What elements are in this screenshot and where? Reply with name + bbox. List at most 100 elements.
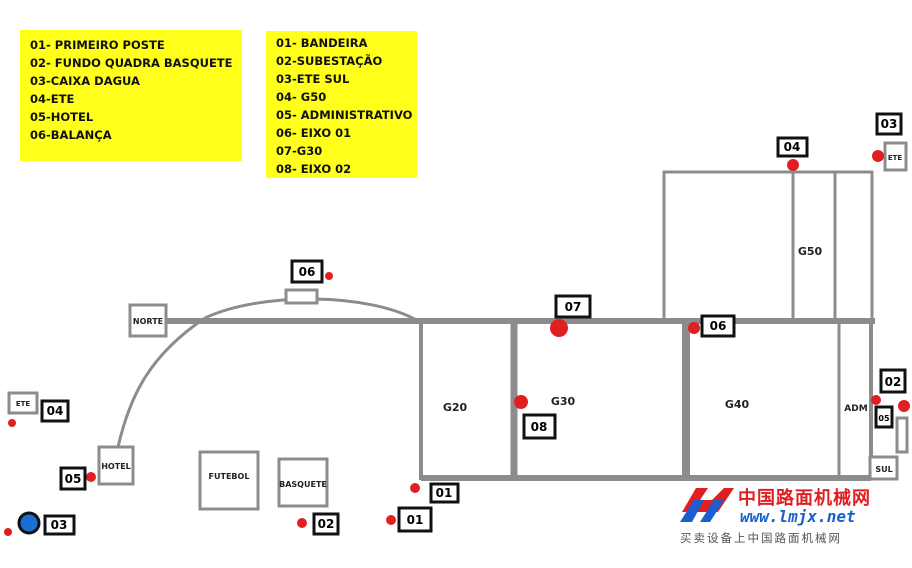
legend-right-item: 03-ETE SUL bbox=[276, 72, 350, 86]
g50-outline bbox=[662, 170, 874, 323]
ete-left-building bbox=[7, 391, 39, 415]
marker-label: 02 bbox=[318, 517, 335, 531]
marker-box bbox=[312, 512, 340, 536]
marker-05-small: 05 bbox=[874, 405, 894, 429]
legend-right-item: 04- G50 bbox=[276, 90, 327, 104]
norte-building bbox=[128, 303, 168, 338]
marker-06-top: 06 bbox=[290, 259, 324, 284]
marker-label: 01 bbox=[407, 513, 424, 527]
legend-right-item: 05- ADMINISTRATIVO bbox=[276, 108, 413, 122]
marker-01-a: 01 bbox=[429, 482, 460, 504]
legend-left-item: 06-BALANÇA bbox=[30, 128, 112, 142]
legend-right-item: 06- EIXO 01 bbox=[276, 126, 352, 140]
legend-left-item: 05-HOTEL bbox=[30, 110, 94, 124]
point-03-left bbox=[4, 528, 12, 536]
marker-04-left: 04 bbox=[40, 399, 70, 423]
marker-label: 05 bbox=[878, 414, 890, 423]
marker-label: 03 bbox=[881, 117, 898, 131]
basquete-court bbox=[277, 457, 329, 508]
marker-01-b: 01 bbox=[397, 506, 433, 533]
marker-box bbox=[554, 294, 592, 319]
marker-label: 04 bbox=[784, 140, 801, 154]
point-05-hotel bbox=[86, 472, 96, 482]
legend-left-item: 04-ETE bbox=[30, 92, 75, 106]
label-g40: G40 bbox=[725, 398, 750, 411]
hotel-road bbox=[116, 316, 206, 448]
marker-label: 02 bbox=[885, 375, 902, 389]
point-01-a bbox=[410, 483, 420, 493]
legend-right-item: 02-SUBESTAÇÃO bbox=[276, 54, 383, 68]
water-tank-icon bbox=[17, 511, 41, 535]
marker-07: 07 bbox=[554, 294, 592, 319]
point-07-g30 bbox=[550, 319, 568, 337]
legend-left-item: 03-CAIXA DAGUA bbox=[30, 74, 140, 88]
g50-block bbox=[662, 170, 874, 323]
point-04-ete bbox=[8, 419, 16, 427]
marker-box bbox=[776, 136, 809, 158]
point-08-eixo02 bbox=[514, 395, 528, 409]
label-futebol: FUTEBOL bbox=[209, 472, 250, 481]
point-03-ete-sul bbox=[872, 150, 884, 162]
point-02-subestacao bbox=[898, 400, 910, 412]
scale-building bbox=[284, 288, 319, 305]
sul-building bbox=[868, 455, 899, 481]
label-g30: G30 bbox=[551, 395, 576, 408]
point-01-b bbox=[386, 515, 396, 525]
marker-02-right: 02 bbox=[879, 368, 907, 394]
watermark: 中国路面机械网 www.lmjx.net 买卖设备上中国路面机械网 bbox=[676, 482, 912, 568]
marker-label: 03 bbox=[51, 518, 68, 532]
marker-box bbox=[40, 399, 70, 423]
point-05-adm bbox=[871, 395, 881, 405]
substation-building bbox=[895, 416, 909, 454]
hotel-building bbox=[97, 445, 135, 486]
marker-label: 06 bbox=[710, 319, 727, 333]
main-block-outline bbox=[419, 319, 873, 480]
lmjx-logo-icon bbox=[680, 488, 734, 522]
legend-left-item: 01- PRIMEIRO POSTE bbox=[30, 38, 165, 52]
marker-05-left: 05 bbox=[59, 466, 87, 491]
marker-label: 07 bbox=[565, 300, 582, 314]
marker-08: 08 bbox=[522, 413, 557, 440]
marker-box bbox=[874, 405, 894, 429]
label-g50: G50 bbox=[798, 245, 823, 258]
marker-06-right: 06 bbox=[700, 314, 736, 338]
marker-label: 05 bbox=[65, 472, 82, 486]
marker-box bbox=[700, 314, 736, 338]
point-04-g50 bbox=[787, 159, 799, 171]
marker-box bbox=[397, 506, 433, 533]
marker-box bbox=[429, 482, 460, 504]
legend-right-item: 07-G30 bbox=[276, 144, 323, 158]
label-ete-left: ETE bbox=[16, 400, 31, 408]
label-adm: ADM bbox=[844, 404, 867, 414]
label-basquete: BASQUETE bbox=[279, 480, 327, 489]
marker-box bbox=[875, 112, 903, 136]
marker-box bbox=[879, 368, 907, 394]
watermark-url: www.lmjx.net bbox=[740, 507, 856, 526]
ete-right-building bbox=[883, 141, 908, 172]
marker-label: 08 bbox=[531, 420, 548, 434]
building-labels: NORTE HOTEL ETE FUTEBOL BASQUETE G20 G30… bbox=[16, 154, 903, 489]
label-ete-right: ETE bbox=[888, 154, 903, 162]
marker-label: 06 bbox=[299, 265, 316, 279]
label-g20: G20 bbox=[443, 401, 468, 414]
label-norte: NORTE bbox=[133, 317, 163, 326]
marker-label: 04 bbox=[47, 404, 64, 418]
marker-03-left: 03 bbox=[43, 514, 76, 536]
watermark-chinese: 中国路面机械网 bbox=[738, 488, 871, 509]
legend-right-item: 01- BANDEIRA bbox=[276, 36, 368, 50]
marker-box bbox=[59, 466, 87, 491]
marker-04-top: 04 bbox=[776, 136, 809, 158]
label-sul: SUL bbox=[875, 465, 892, 474]
legend-left-item: 02- FUNDO QUADRA BASQUETE bbox=[30, 56, 233, 70]
marker-label: 01 bbox=[436, 486, 453, 500]
futebol-court bbox=[198, 450, 260, 511]
legend-right: 01- BANDEIRA 02-SUBESTAÇÃO 03-ETE SUL 04… bbox=[266, 31, 417, 178]
marker-03-right: 03 bbox=[875, 112, 903, 136]
point-06-scale bbox=[325, 272, 333, 280]
point-06-eixo01 bbox=[688, 322, 700, 334]
marker-box bbox=[43, 514, 76, 536]
label-hotel: HOTEL bbox=[101, 462, 131, 471]
legend-left: 01- PRIMEIRO POSTE 02- FUNDO QUADRA BASQ… bbox=[20, 30, 242, 161]
